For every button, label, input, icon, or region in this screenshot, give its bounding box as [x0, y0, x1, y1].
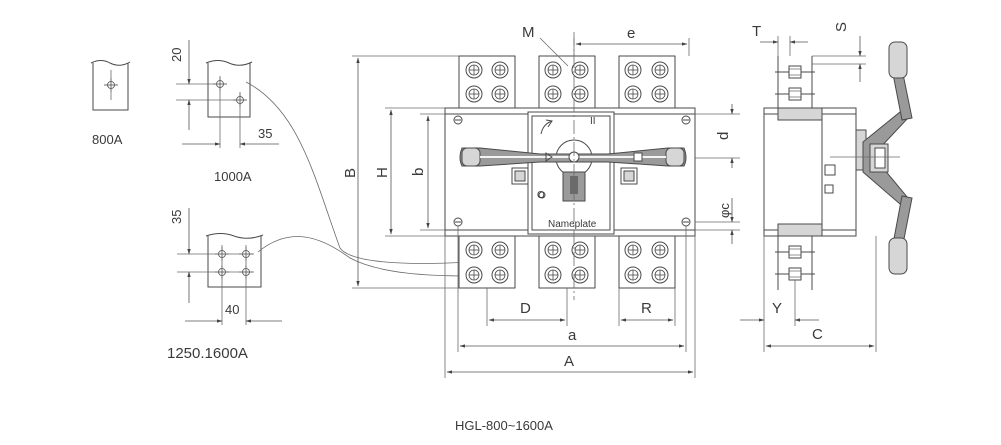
dim-b: b: [410, 168, 427, 176]
dim-R: R: [641, 300, 652, 317]
dim-40: 40: [225, 302, 239, 317]
dim-phi-c: φc: [717, 203, 732, 218]
dim-e: e: [627, 25, 635, 42]
leader-1250a: [257, 236, 471, 277]
front-view: [444, 32, 696, 300]
dim-T: T: [752, 23, 761, 40]
dim-20: 20: [169, 48, 184, 62]
dim-H: H: [374, 167, 391, 178]
figure-caption: HGL-800~1600A: [455, 418, 553, 433]
side-view: [763, 41, 913, 290]
dim-C: C: [812, 326, 823, 343]
position-zero-mark: O: [537, 190, 545, 201]
label-1000a: 1000A: [214, 169, 252, 184]
label-800a: 800A: [92, 132, 123, 147]
leader-1000a: [245, 81, 471, 264]
busbar-800a-detail: [90, 60, 131, 111]
nameplate-label: Nameplate: [548, 219, 597, 230]
dim-d: d: [715, 132, 732, 140]
dim-a: a: [568, 327, 577, 344]
dim-M: M: [522, 24, 535, 41]
dim-Y: Y: [772, 300, 782, 317]
dim-B: B: [342, 168, 359, 178]
busbar-1000a-detail: [176, 40, 279, 148]
front-dimensions: [352, 37, 740, 378]
side-dimensions: [740, 36, 877, 352]
dim-35-side: 35: [169, 210, 184, 224]
dim-35-top: 35: [258, 126, 272, 141]
position-two-mark: II: [590, 116, 596, 127]
dim-D: D: [520, 300, 531, 317]
dim-A: A: [564, 353, 574, 370]
busbar-1250-1600a-detail: [177, 208, 282, 325]
label-1250-1600a: 1250.1600A: [167, 345, 248, 362]
dim-S: S: [833, 22, 850, 32]
